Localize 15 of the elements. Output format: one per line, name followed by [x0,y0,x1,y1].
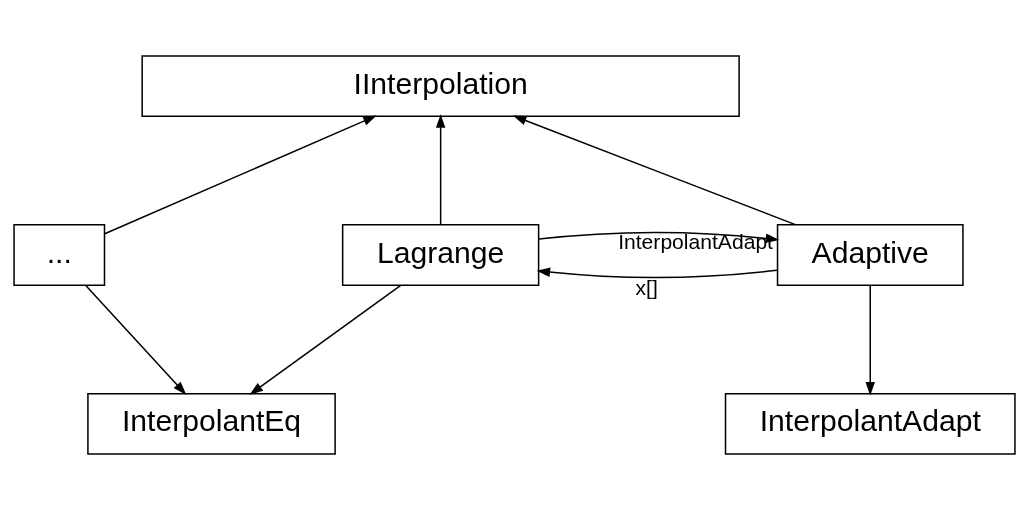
arrow [104,115,377,235]
arrow [512,115,797,226]
node-box: InterpolantEq [87,392,336,455]
node-box: IInterpolation [141,55,740,118]
node-box: Lagrange [341,224,540,286]
arrow [435,114,446,226]
node-box: ... [13,224,106,286]
node-box: Adaptive [776,224,964,286]
arrow [865,284,875,396]
node-box: InterpolantAdapt [724,392,1016,455]
arrow [85,284,187,395]
edge-label: InterpolantAdapt [618,230,773,254]
edge-label: x[] [635,275,658,299]
arrow [536,267,778,279]
arrow [249,284,402,395]
